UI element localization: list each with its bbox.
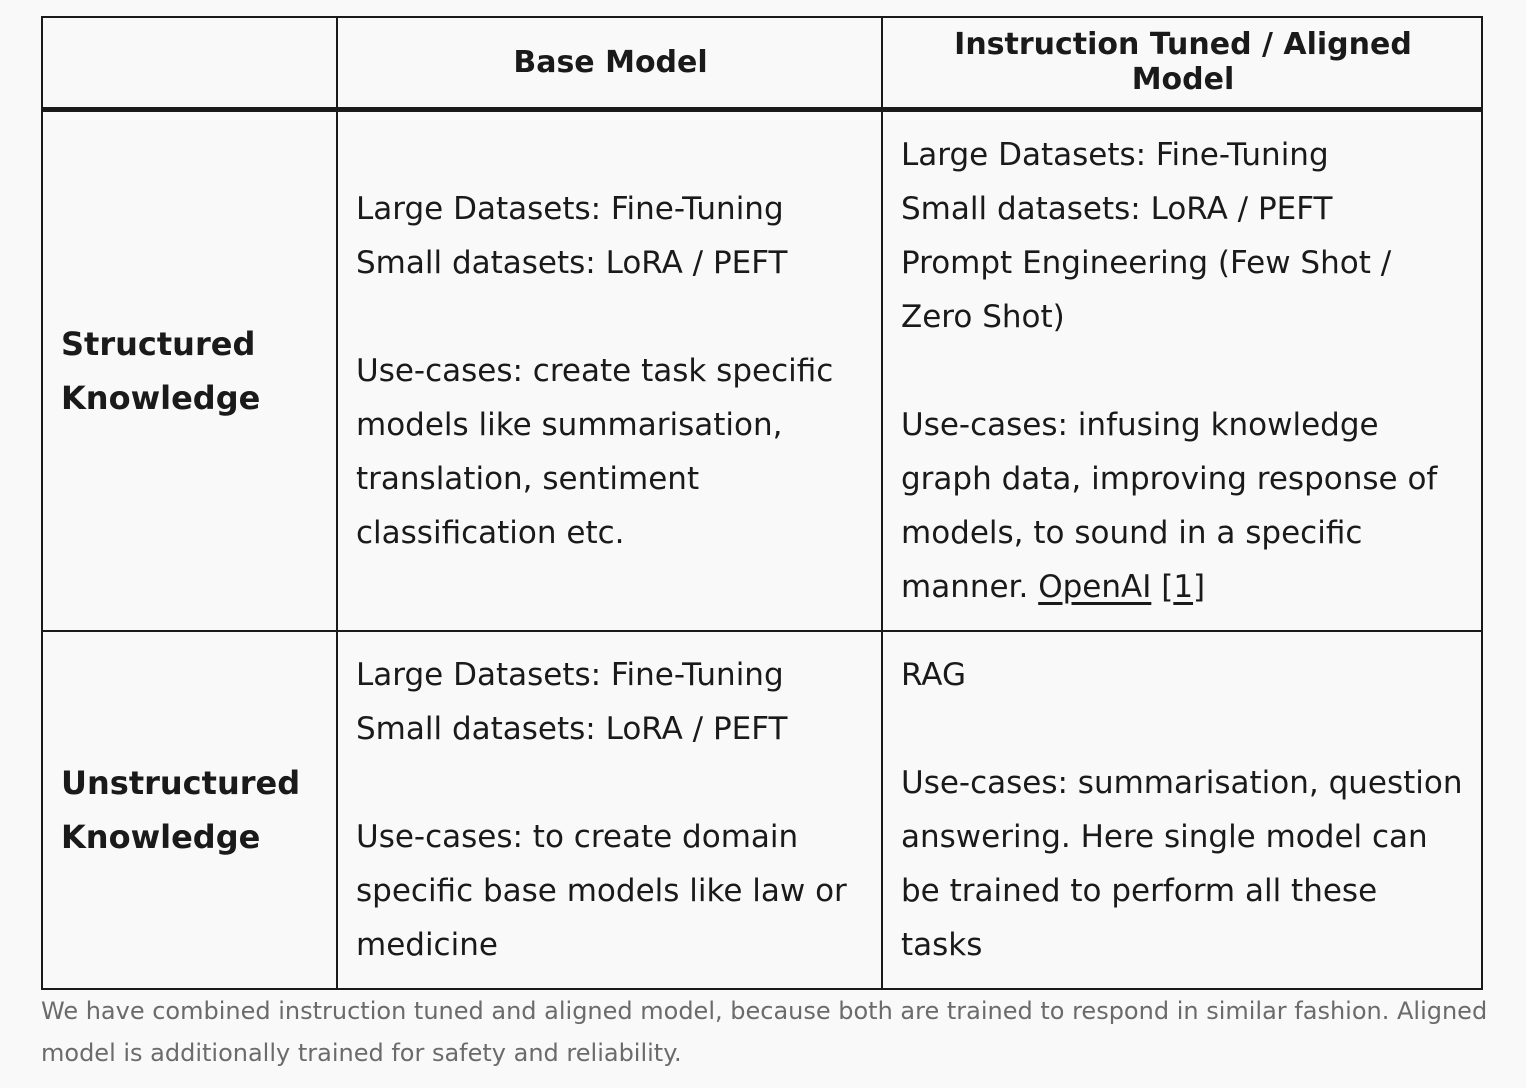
cell-structured-aligned: Large Datasets: Fine-Tuning Small datase… [881, 108, 1483, 632]
cell-line: Prompt Engineering (Few Shot / Zero Shot… [901, 244, 1392, 335]
openai-link[interactable]: OpenAI [1038, 568, 1152, 605]
cell-line: Large Datasets: Fine-Tuning [901, 136, 1329, 173]
row-label-line: Knowledge [61, 378, 261, 417]
table-caption: We have combined instruction tuned and a… [41, 997, 1488, 1067]
table-row-structured: Structured Knowledge Large Datasets: Fin… [41, 108, 1483, 632]
cell-line: Small datasets: LoRA / PEFT [356, 244, 788, 281]
row-label-unstructured: Unstructured Knowledge [41, 630, 338, 990]
cell-line: Large Datasets: Fine-Tuning [356, 190, 784, 227]
cell-unstructured-base: Large Datasets: Fine-Tuning Small datase… [336, 630, 883, 990]
cell-usecases: Use-cases: summarisation, question answe… [901, 765, 1463, 963]
header-base-model: Base Model [336, 16, 883, 112]
cell-usecases: Use-cases: create task specific models l… [356, 352, 834, 551]
citation-open: [ [1161, 568, 1174, 605]
cell-unstructured-aligned: RAG Use-cases: summarisation, question a… [881, 630, 1483, 990]
row-label-line: Knowledge [61, 818, 261, 856]
row-label-line: Unstructured [61, 764, 301, 802]
cell-line: Large Datasets: Fine-Tuning [356, 657, 784, 693]
header-empty [41, 16, 338, 112]
cell-line: RAG [901, 657, 966, 693]
comparison-table: Base Model Instruction Tuned / Aligned M… [41, 16, 1483, 990]
citation-link[interactable]: 1 [1173, 568, 1194, 605]
row-label-structured: Structured Knowledge [41, 108, 338, 632]
cell-structured-base: Large Datasets: Fine-Tuning Small datase… [336, 108, 883, 632]
table-header-row: Base Model Instruction Tuned / Aligned M… [41, 16, 1483, 112]
table-row-unstructured: Unstructured Knowledge Large Datasets: F… [41, 630, 1483, 990]
cell-usecases: Use-cases: infusing knowledge graph data… [901, 406, 1438, 605]
cell-line: Small datasets: LoRA / PEFT [356, 711, 788, 747]
citation-close: ] [1193, 568, 1206, 605]
cell-usecases: Use-cases: to create domain specific bas… [356, 819, 847, 963]
cell-line: Small datasets: LoRA / PEFT [901, 190, 1333, 227]
cell-usecases-wrap: Use-cases: infusing knowledge graph data… [901, 398, 1465, 614]
row-label-line: Structured [61, 324, 256, 363]
header-aligned-model: Instruction Tuned / Aligned Model [881, 16, 1483, 112]
